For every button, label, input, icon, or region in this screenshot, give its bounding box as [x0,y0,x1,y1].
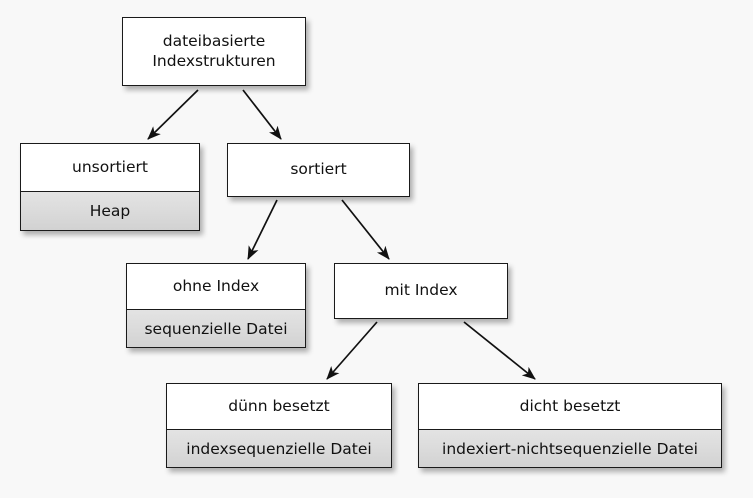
edge-root-to-unsortiert [147,89,199,140]
node-mit-index-title: mit Index [335,264,507,318]
edge-sortiert-to-mit-index [341,199,390,260]
node-duenn-besetzt-title: dünn besetzt [167,384,391,430]
edge-sortiert-to-ohne-index [247,199,278,260]
node-dicht-besetzt-subtitle: indexiert-nichtsequenzielle Datei [419,430,721,467]
node-ohne-index-title: ohne Index [127,264,305,310]
edge-mit-index-to-duenn [326,321,378,380]
node-root: dateibasierte Indexstrukturen [122,17,306,86]
node-unsortiert-subtitle: Heap [21,192,199,230]
node-duenn-besetzt-subtitle: indexsequenzielle Datei [167,430,391,467]
node-dicht-besetzt-title: dicht besetzt [419,384,721,430]
edge-root-to-sortiert [242,89,282,140]
node-unsortiert-title: unsortiert [21,144,199,192]
node-ohne-index-subtitle: sequenzielle Datei [127,310,305,347]
node-sortiert: sortiert [227,143,410,197]
node-sortiert-title: sortiert [228,144,409,196]
node-mit-index: mit Index [334,263,508,319]
edge-mit-index-to-dicht [463,321,536,380]
node-root-title: dateibasierte Indexstrukturen [123,18,305,85]
